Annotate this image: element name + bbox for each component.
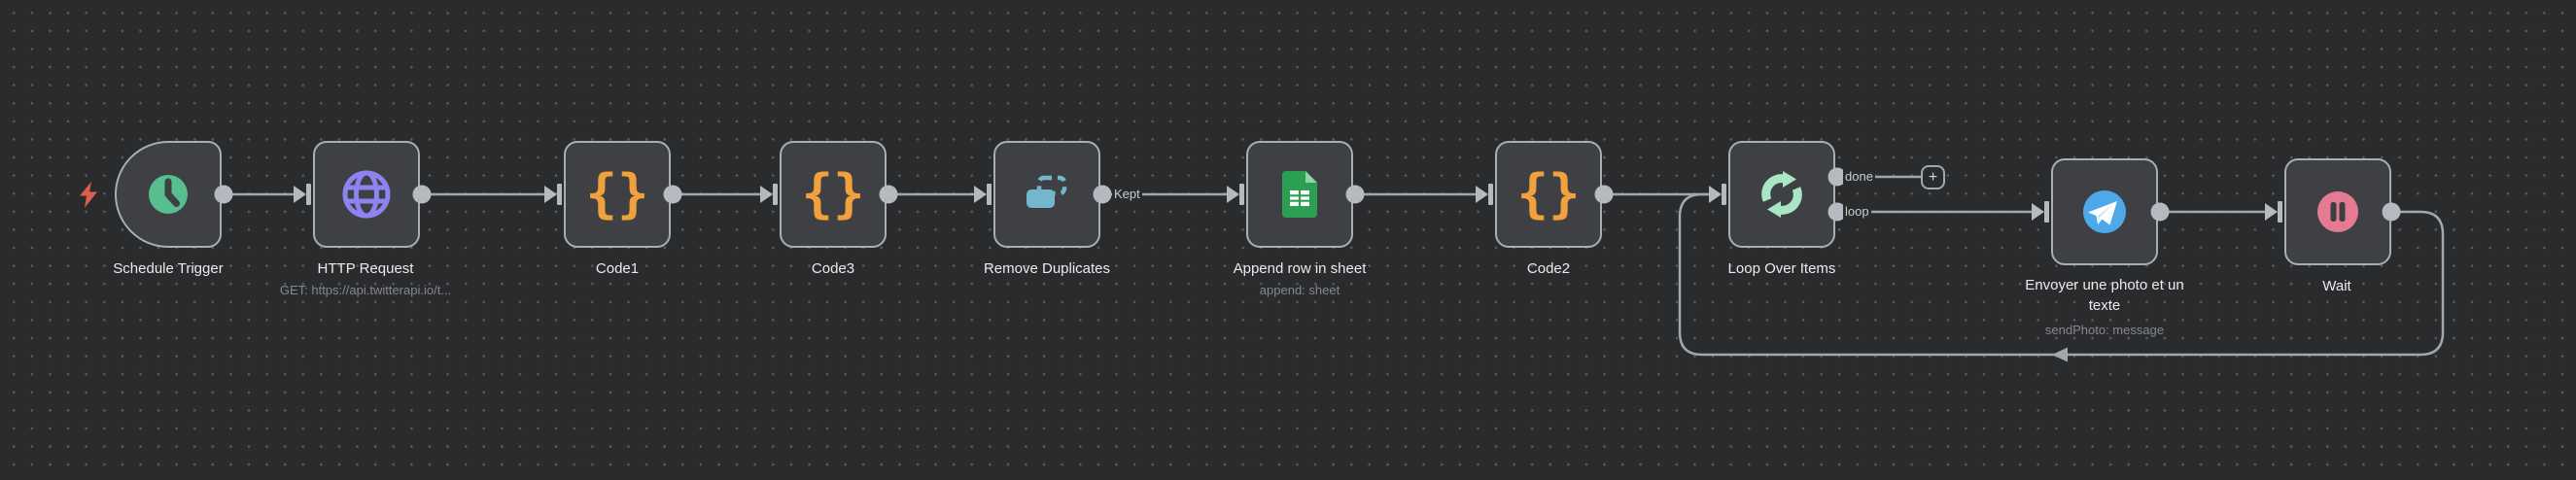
node-label: Envoyer une photo et un texte [2025, 277, 2184, 314]
loop-sync-icon [1761, 171, 1802, 218]
lightning-bolt-glyph [80, 182, 97, 208]
loopback-arrowhead [2052, 347, 2068, 362]
clock-icon [149, 175, 188, 214]
code-braces-icon: {} [802, 163, 864, 224]
node-label: Loop Over Items [1727, 260, 1836, 277]
connection-label-kept: Kept [1112, 187, 1142, 202]
pause-icon [2317, 191, 2358, 232]
node-code3[interactable]: {} [780, 141, 887, 248]
add-node-button[interactable]: + [1921, 165, 1945, 189]
node-http-request[interactable] [313, 141, 420, 248]
node-envoyer-une-photo[interactable] [2051, 158, 2158, 265]
node-subtitle: sendPhoto: message [2044, 323, 2165, 337]
node-label: Code1 [595, 260, 640, 277]
telegram-icon [2083, 190, 2126, 233]
lightning-bolt-icon[interactable] [77, 181, 100, 209]
node-subtitle: GET: https://api.twitterapi.io/t... [279, 283, 452, 297]
node-label: Code3 [811, 260, 855, 277]
node-label: Append row in sheet [1233, 260, 1367, 277]
node-label: Remove Duplicates [983, 260, 1111, 277]
svg-text:{}: {} [1517, 163, 1580, 224]
connection-label-done: done [1843, 169, 1875, 185]
node-code1[interactable]: {} [564, 141, 671, 248]
node-remove-duplicates[interactable] [993, 141, 1100, 248]
node-schedule-trigger[interactable] [115, 141, 222, 248]
node-label: Schedule Trigger [113, 260, 224, 277]
globe-icon [342, 170, 391, 219]
node-loop-over-items[interactable] [1728, 141, 1835, 248]
node-label: HTTP Request [317, 260, 414, 277]
node-append-row-in-sheet[interactable] [1246, 141, 1353, 248]
node-label: Wait [2322, 278, 2351, 294]
node-subtitle: append: sheet [1259, 283, 1340, 297]
node-label: Code2 [1526, 260, 1571, 277]
code-braces-icon: {} [586, 163, 648, 224]
code-braces-icon: {} [1517, 163, 1580, 224]
connection-label-loop: loop [1843, 204, 1871, 220]
node-code2[interactable]: {} [1495, 141, 1602, 248]
duplicate-boxes-icon [1027, 175, 1067, 208]
svg-text:{}: {} [586, 163, 648, 224]
node-wait[interactable] [2284, 158, 2391, 265]
google-sheets-icon [1282, 171, 1317, 218]
svg-text:{}: {} [802, 163, 864, 224]
